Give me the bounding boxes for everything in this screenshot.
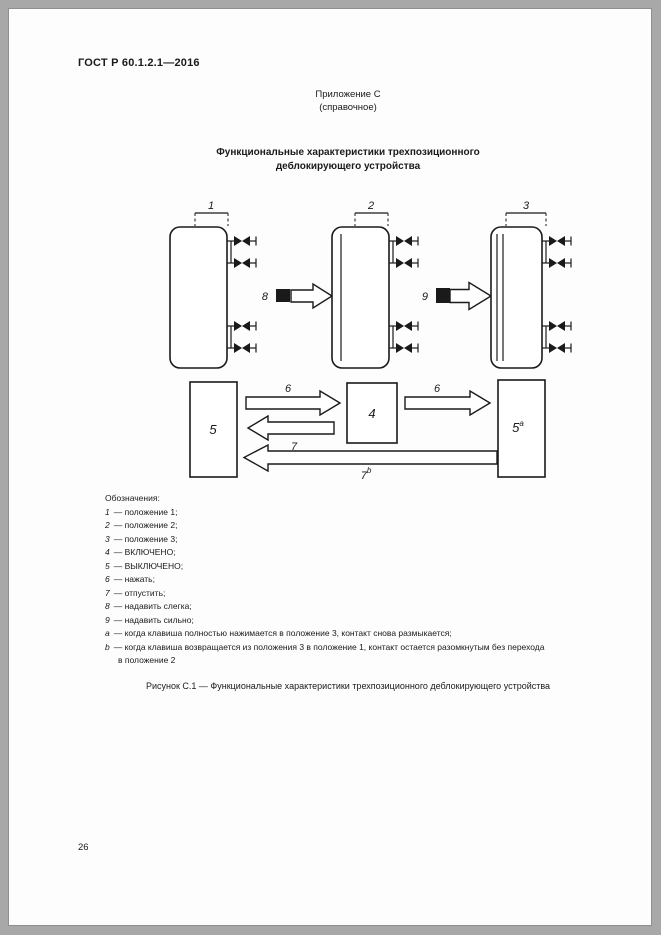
release-left-label: 7: [291, 441, 298, 453]
state-box-off-right-label: 5a: [512, 419, 524, 435]
legend-item: 6— нажать;: [105, 574, 155, 584]
state-box-off-right: [497, 379, 546, 478]
press-light-arrow: [290, 282, 334, 310]
legend-heading: Обозначения:: [105, 493, 160, 503]
press-hard-arrow: [449, 281, 493, 311]
position-label-3: 3: [523, 200, 530, 212]
position-label-2: 2: [367, 200, 374, 212]
press-right-label: 6: [434, 383, 441, 395]
legend-item: 4— ВКЛЮЧЕНО;: [105, 547, 176, 557]
legend-item: 3— положение 3;: [105, 533, 178, 544]
legend-item-continuation: в положение 2: [118, 655, 176, 665]
legend: Обозначения: 1— положение 1; 2— положени…: [105, 492, 595, 668]
legend-item: 7— отпустить;: [105, 587, 166, 598]
press-light-label: 8: [262, 291, 269, 303]
figure-title-line2: деблокирующего устройства: [275, 161, 421, 172]
page-number: 26: [78, 842, 89, 853]
state-boxes: 5 4 5a: [189, 379, 546, 478]
state-box-on-label: 4: [368, 406, 375, 421]
figure-caption: Рисунок С.1 — Функциональные характерист…: [145, 681, 551, 691]
position-label-1: 1: [208, 200, 214, 212]
annex-kind: (справочное): [319, 102, 377, 113]
release-long-label: 7b: [361, 466, 372, 482]
state-box-off-left-label: 5: [209, 422, 217, 437]
arrow-release-long: [242, 443, 498, 473]
key-button-1: [169, 226, 228, 369]
annex-name: Приложение С: [315, 89, 381, 100]
arrow-press-right: [404, 389, 492, 417]
legend-item: 2— положение 2;: [105, 520, 178, 530]
arrow-release-left: [246, 414, 335, 442]
legend-item: 1— положение 1;: [105, 506, 178, 517]
device-position-3: 3 9: [422, 200, 572, 369]
figure-title-line1: Функциональные характеристики трехпозици…: [216, 147, 480, 158]
arrow-press-left: [245, 389, 342, 417]
legend-item: 8— надавить слегка;: [105, 601, 192, 611]
legend-item: 9— надавить сильно;: [105, 614, 194, 625]
legend-item: b— когда клавиша возвращается из положен…: [105, 641, 545, 652]
press-left-label: 6: [285, 383, 292, 395]
standard-designation: ГОСТ Р 60.1.2.1—2016: [78, 57, 200, 69]
figure-c1-diagram: 1 2 8 3 9: [169, 200, 572, 482]
press-light-block: [276, 289, 290, 302]
transition-arrows: 6 7 6 7b: [242, 383, 498, 482]
press-hard-label: 9: [422, 291, 428, 303]
legend-item: 5— ВЫКЛЮЧЕНО;: [105, 560, 184, 571]
device-position-2: 2 8: [262, 200, 419, 369]
state-box-off-left: [189, 381, 238, 478]
press-hard-block: [436, 288, 450, 303]
key-button-3: [490, 226, 543, 369]
legend-item: a— когда клавиша полностью нажимается в …: [105, 628, 452, 638]
device-position-1: 1: [169, 200, 257, 369]
state-box-on: [346, 382, 398, 444]
annex-heading: Приложение С (справочное): [43, 88, 653, 114]
figure-title: Функциональные характеристики трехпозици…: [43, 146, 653, 174]
key-button-2: [331, 226, 390, 369]
